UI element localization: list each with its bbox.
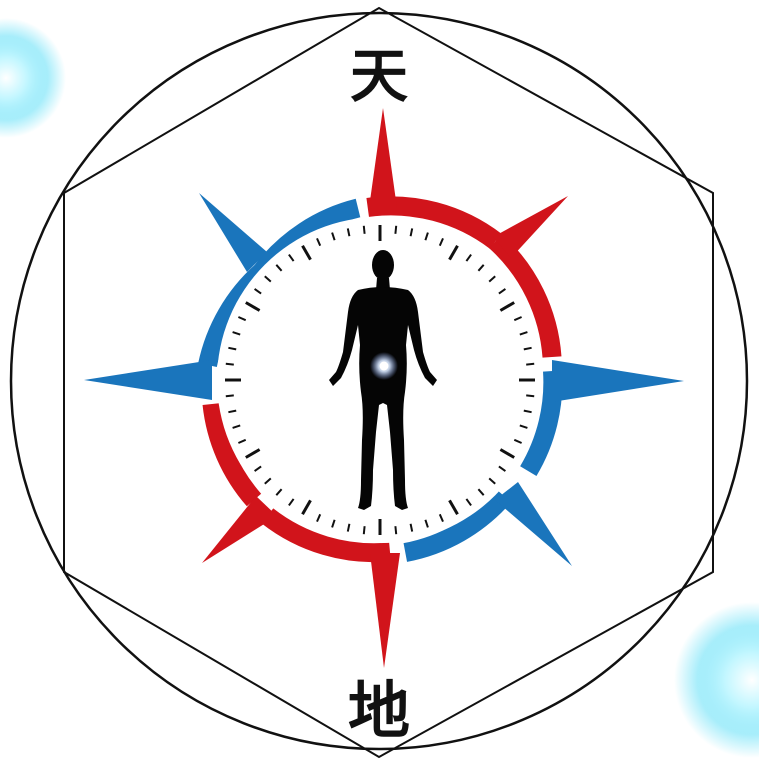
light-spark-core	[380, 362, 389, 371]
minor-tick	[526, 364, 534, 365]
compass-point-northeast	[493, 196, 568, 258]
compass-point-east	[552, 360, 684, 402]
compass-point-northwest	[199, 193, 267, 272]
compass-point-southeast	[495, 482, 572, 566]
minor-tick	[226, 395, 234, 396]
label-earth: 地	[348, 674, 410, 747]
minor-tick	[364, 226, 365, 234]
minor-tick	[395, 526, 396, 534]
compass-point-south	[370, 553, 400, 668]
label-heaven: 天	[350, 42, 408, 110]
glow-orb-bottom-right-icon	[674, 602, 759, 758]
minor-tick	[226, 364, 234, 365]
compass-point-north	[369, 108, 397, 208]
glow-orb-top-left-icon	[0, 18, 66, 138]
compass-point-west	[84, 360, 212, 400]
minor-tick	[526, 395, 534, 396]
compass-point-southwest	[202, 496, 277, 563]
minor-tick	[364, 526, 365, 534]
minor-tick	[395, 226, 396, 234]
